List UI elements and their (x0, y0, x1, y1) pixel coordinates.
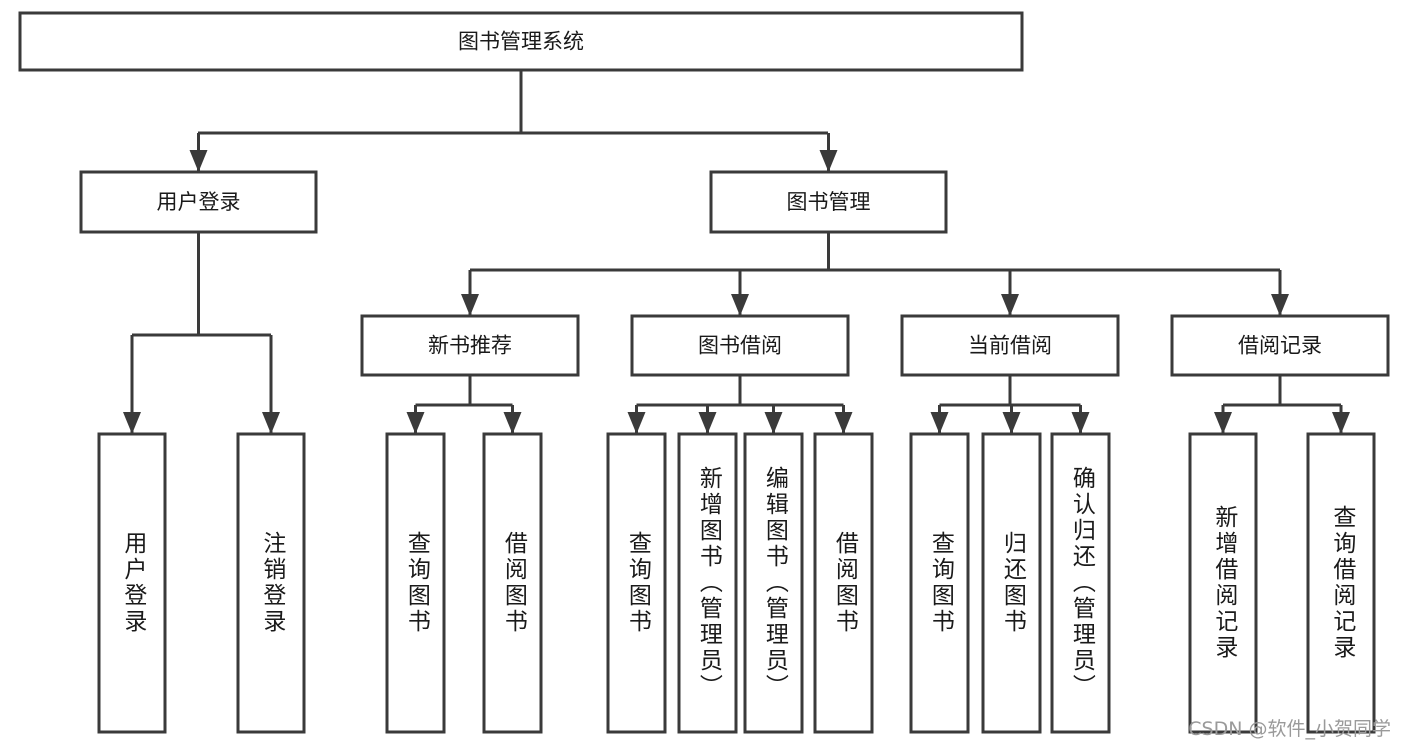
node-label-book-manage: 图书管理 (787, 190, 871, 214)
node-box-user-login[interactable] (79, 170, 318, 234)
edge-arrowhead (1071, 412, 1090, 434)
node-box-leaf-add-book[interactable] (677, 432, 738, 734)
edge-arrowhead (503, 412, 522, 434)
node-box-leaf-query-record[interactable] (1306, 432, 1376, 734)
node-box-leaf-logout[interactable] (236, 432, 306, 734)
edge-arrowhead (698, 412, 717, 434)
edge-arrowhead (764, 412, 783, 434)
node-box-leaf-user-login[interactable] (97, 432, 167, 734)
node-box-leaf-edit-book[interactable] (743, 432, 804, 734)
watermark-text: CSDN @软件_小贺同学 (1188, 718, 1391, 740)
edge-arrowhead (406, 412, 425, 434)
edge-arrowhead (834, 412, 853, 434)
edge-arrowhead (189, 150, 208, 172)
node-box-book-manage[interactable] (709, 170, 948, 234)
edge-arrowhead (1001, 294, 1019, 316)
node-box-leaf-query-book-3[interactable] (909, 432, 970, 734)
node-box-leaf-add-record[interactable] (1188, 432, 1258, 734)
edge-arrowhead (1332, 412, 1350, 434)
node-box-book-borrow[interactable] (630, 314, 850, 377)
node-label-new-book-rec: 新书推荐 (428, 334, 512, 358)
edge-arrowhead (1214, 412, 1232, 434)
node-label-user-login: 用户登录 (157, 190, 241, 214)
edge-arrowhead (1271, 294, 1289, 316)
node-label-root: 图书管理系统 (458, 30, 584, 54)
edge-arrowhead (1002, 412, 1021, 434)
edge-arrowhead (731, 294, 749, 316)
node-box-leaf-borrow-book-2[interactable] (813, 432, 874, 734)
node-box-borrow-record[interactable] (1170, 314, 1390, 377)
node-box-leaf-confirm-return[interactable] (1050, 432, 1111, 734)
node-label-current-borrow: 当前借阅 (968, 334, 1052, 358)
edges-layer (123, 70, 1350, 434)
node-label-book-borrow: 图书借阅 (698, 334, 782, 358)
node-box-leaf-query-book-2[interactable] (606, 432, 667, 734)
node-box-root[interactable] (18, 11, 1024, 72)
edge-arrowhead (123, 412, 141, 434)
node-box-leaf-borrow-book-1[interactable] (482, 432, 543, 734)
boxes-layer (18, 11, 1390, 734)
node-box-leaf-query-book-1[interactable] (385, 432, 446, 734)
edge-arrowhead (461, 294, 479, 316)
node-box-leaf-return-book[interactable] (981, 432, 1042, 734)
node-box-current-borrow[interactable] (900, 314, 1120, 377)
edge-arrowhead (262, 412, 280, 434)
edge-arrowhead (930, 412, 949, 434)
edge-arrowhead (819, 150, 838, 172)
node-label-borrow-record: 借阅记录 (1238, 334, 1322, 358)
edge-arrowhead (627, 412, 646, 434)
node-box-new-book-rec[interactable] (360, 314, 580, 377)
